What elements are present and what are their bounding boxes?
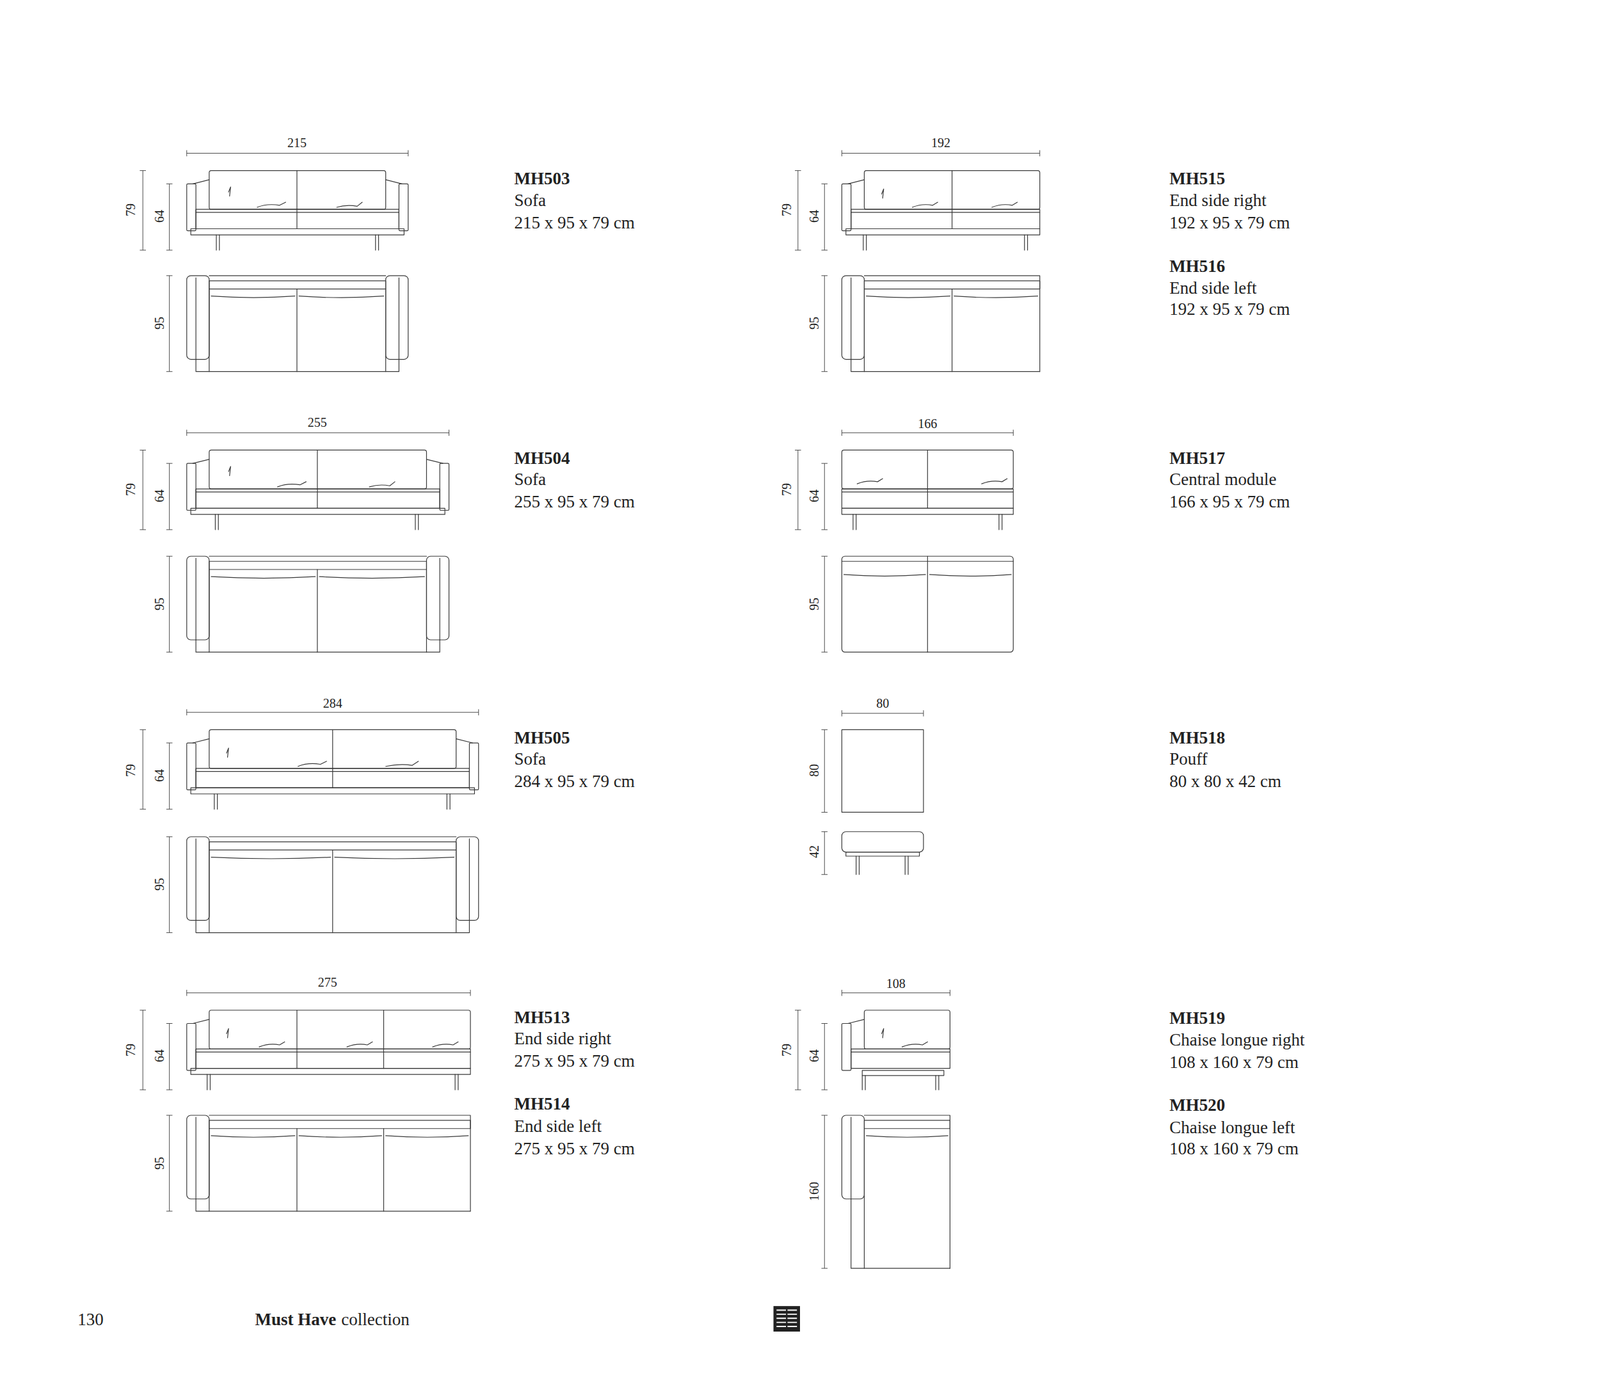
product-description: Sofa [514, 750, 547, 768]
dimension-label: 64 [807, 209, 821, 223]
dimension-label: 64 [152, 209, 166, 223]
product-description: Pouff [1169, 750, 1208, 768]
product-description: Central module [1169, 471, 1277, 489]
chaise-top-view [821, 1115, 950, 1269]
product-description: 275 x 95 x 79 cm [514, 1140, 635, 1158]
dimension-label: 95 [152, 878, 166, 891]
product-code: MH515 [1169, 170, 1225, 188]
dimension-label: 79 [124, 203, 137, 217]
sofa-top-view [166, 1115, 471, 1212]
dimension-label: 192 [931, 136, 951, 150]
module-front-view [794, 430, 1014, 530]
module-front-view [794, 150, 1040, 251]
dimension-label: 79 [780, 483, 793, 496]
chaise-front-view [794, 990, 950, 1090]
dimension-label: 95 [807, 597, 821, 611]
product-description: 166 x 95 x 79 cm [1169, 493, 1290, 511]
product-code: MH513 [514, 1008, 571, 1026]
dimension-label: 79 [124, 1043, 137, 1057]
product-description: 255 x 95 x 79 cm [514, 493, 635, 511]
product-description: Chaise longue right [1169, 1031, 1305, 1049]
product-code: MH505 [514, 728, 571, 747]
dimension-label: 95 [152, 597, 166, 611]
product-description: 275 x 95 x 79 cm [514, 1052, 635, 1071]
module-top-view [821, 556, 1014, 653]
dimension-label: 64 [807, 1049, 821, 1063]
sofa-top-view [166, 556, 450, 653]
footer-title: Must Have [255, 1310, 337, 1328]
product-description: 108 x 160 x 79 cm [1169, 1053, 1299, 1071]
dimension-label: 42 [807, 845, 821, 859]
product-description: Chaise longue left [1169, 1118, 1295, 1136]
product-description: End side left [514, 1118, 602, 1136]
dimension-label: 275 [318, 976, 338, 989]
dimension-label: 64 [152, 769, 166, 783]
dimension-label: 215 [287, 136, 307, 150]
module-top-view [821, 275, 1040, 372]
pouff-drawing [821, 710, 923, 875]
sofa-top-view [166, 275, 409, 372]
product-description: End side right [514, 1030, 612, 1048]
dimension-label: 80 [876, 696, 889, 710]
page-number: 130 [77, 1310, 104, 1328]
product-code: MH503 [514, 170, 571, 188]
dimension-label: 284 [323, 696, 343, 710]
product-description: 215 x 95 x 79 cm [514, 213, 635, 232]
dimension-label: 255 [307, 416, 328, 429]
footer-title: collection [341, 1310, 409, 1328]
dimension-label: 79 [124, 764, 137, 777]
dimension-label: 95 [152, 1157, 166, 1170]
product-description: 192 x 95 x 79 cm [1169, 300, 1290, 319]
sofa-front-view [139, 990, 471, 1090]
product-code: MH520 [1169, 1096, 1225, 1114]
product-description: Sofa [514, 471, 547, 489]
dimension-label: 79 [780, 1043, 793, 1057]
product-code: MH519 [1169, 1009, 1225, 1028]
dimension-label: 95 [152, 316, 166, 330]
brand-logo [773, 1306, 800, 1332]
product-code: MH516 [1169, 257, 1225, 276]
dimension-label: 64 [152, 1049, 166, 1063]
dimension-label: 95 [807, 316, 821, 330]
product-description: End side left [1169, 279, 1257, 297]
dimension-label: 80 [807, 764, 821, 777]
product-description: 284 x 95 x 79 cm [514, 773, 635, 791]
product-code: MH504 [514, 449, 571, 467]
product-description: 108 x 160 x 79 cm [1169, 1140, 1299, 1158]
dimension-label: 166 [917, 417, 937, 431]
dimension-label: 64 [807, 489, 821, 503]
sofa-top-view [166, 837, 479, 934]
dimension-label: 79 [124, 483, 137, 496]
sofa-front-view [139, 709, 479, 809]
product-code: MH518 [1169, 728, 1225, 747]
sofa-front-view [139, 150, 408, 251]
dimension-label: 64 [152, 489, 166, 503]
dimension-label: 79 [780, 203, 793, 217]
dimension-label: 160 [807, 1182, 821, 1202]
dimension-label: 108 [886, 977, 906, 991]
product-description: 192 x 95 x 79 cm [1169, 213, 1290, 232]
product-description: Sofa [514, 191, 547, 209]
product-description: 80 x 80 x 42 cm [1169, 773, 1282, 791]
sofa-front-view [139, 430, 449, 530]
product-code: MH514 [514, 1095, 571, 1113]
product-code: MH517 [1169, 449, 1225, 467]
product-description: End side right [1169, 191, 1266, 209]
